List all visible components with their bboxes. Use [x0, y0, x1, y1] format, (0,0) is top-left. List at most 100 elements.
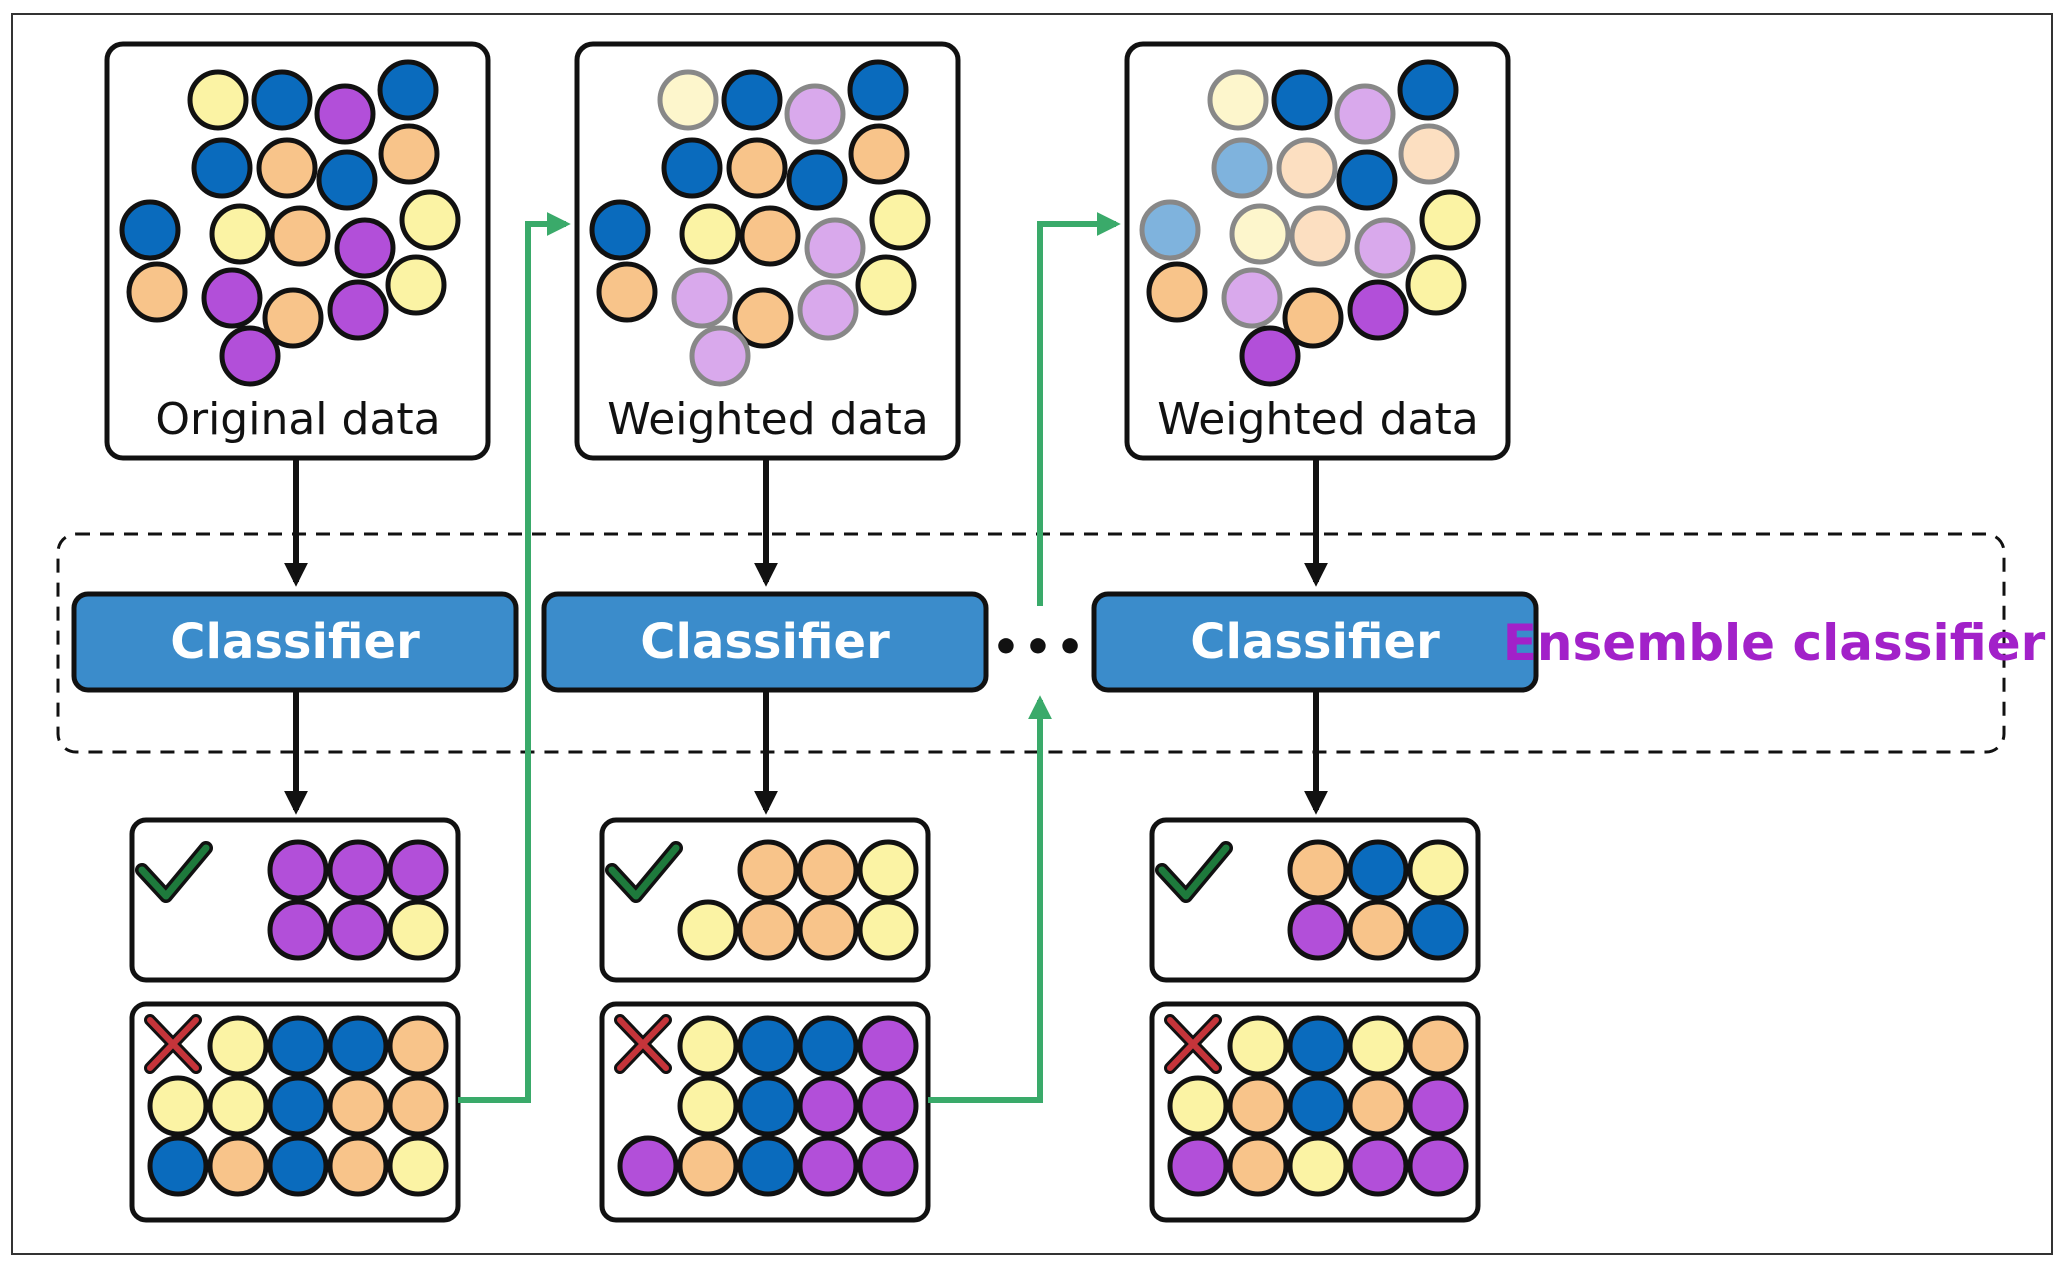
- data-point: [1221, 267, 1283, 329]
- result-point: [677, 899, 739, 961]
- data-panel-label: Weighted data: [607, 394, 928, 445]
- result-point: [1167, 1075, 1229, 1137]
- classifier-label: Classifier: [640, 614, 890, 670]
- result-point: [797, 1075, 859, 1137]
- result-point: [267, 839, 329, 901]
- result-point: [1347, 1135, 1409, 1197]
- data-point: [1405, 254, 1467, 316]
- result-point: [857, 1135, 919, 1197]
- data-point: [209, 203, 271, 265]
- check-icon-fill: [1158, 844, 1230, 900]
- result-point: [207, 1015, 269, 1077]
- result-point: [677, 1015, 739, 1077]
- result-point: [737, 899, 799, 961]
- data-point: [126, 261, 188, 323]
- data-point: [219, 325, 281, 387]
- data-point: [1398, 123, 1460, 185]
- data-point: [1276, 137, 1338, 199]
- result-point: [387, 899, 449, 961]
- data-point: [721, 69, 783, 131]
- ensemble-region: [56, 532, 2006, 754]
- wrong-points: [147, 1015, 449, 1197]
- data-point: [399, 189, 461, 251]
- data-point: [314, 83, 376, 145]
- result-point: [857, 1075, 919, 1137]
- data-point: [689, 325, 751, 387]
- data-points: [1139, 59, 1481, 387]
- result-point: [207, 1135, 269, 1197]
- result-point: [1407, 899, 1469, 961]
- result-point: [857, 899, 919, 961]
- data-point: [187, 69, 249, 131]
- result-point: [1287, 1015, 1349, 1077]
- data-point: [1229, 203, 1291, 265]
- result-point: [797, 839, 859, 901]
- result-point: [857, 839, 919, 901]
- correct-points: [677, 839, 919, 961]
- data-point: [1146, 261, 1208, 323]
- result-point: [207, 1075, 269, 1137]
- check-icon-fill: [608, 844, 680, 900]
- result-point: [1347, 1075, 1409, 1137]
- data-point: [596, 261, 658, 323]
- result-point: [1407, 1135, 1469, 1197]
- data-point: [1336, 149, 1398, 211]
- data-point: [657, 69, 719, 131]
- result-point: [1287, 899, 1349, 961]
- data-point: [1207, 69, 1269, 131]
- result-point: [797, 1015, 859, 1077]
- data-point: [1211, 137, 1273, 199]
- data-point: [377, 59, 439, 121]
- result-point: [387, 1075, 449, 1137]
- result-point: [1407, 839, 1469, 901]
- result-point: [1407, 1015, 1469, 1077]
- result-point: [147, 1075, 209, 1137]
- classifier-label: Classifier: [170, 614, 420, 670]
- data-point: [1239, 325, 1301, 387]
- data-point: [661, 137, 723, 199]
- cross-icon: [1164, 1014, 1222, 1074]
- data-point: [589, 199, 651, 261]
- result-point: [327, 1075, 389, 1137]
- result-point: [797, 899, 859, 961]
- data-point: [726, 137, 788, 199]
- stage-3: Weighted data Classifier: [1091, 41, 1539, 1223]
- correct-points: [267, 839, 449, 961]
- data-point: [739, 205, 801, 267]
- result-point: [1287, 1075, 1349, 1137]
- result-point: [1227, 1015, 1289, 1077]
- data-panel-label: Original data: [155, 394, 440, 445]
- reweight-arrow-1: [458, 212, 571, 1103]
- data-point: [784, 83, 846, 145]
- ellipsis: •••: [992, 622, 1088, 673]
- data-point: [201, 267, 263, 329]
- data-point: [191, 137, 253, 199]
- data-point: [1289, 205, 1351, 267]
- stage-2: Weighted data Classifier: [541, 41, 989, 1223]
- data-point: [1139, 199, 1201, 261]
- result-point: [387, 1135, 449, 1197]
- result-point: [267, 1075, 329, 1137]
- data-point: [256, 137, 318, 199]
- data-point: [679, 203, 741, 265]
- data-point: [262, 287, 324, 349]
- data-point: [869, 189, 931, 251]
- result-point: [857, 1015, 919, 1077]
- data-point: [1419, 189, 1481, 251]
- result-point: [327, 899, 389, 961]
- data-point: [1354, 217, 1416, 279]
- data-point: [848, 123, 910, 185]
- classifier-label: Classifier: [1190, 614, 1440, 670]
- data-points: [119, 59, 461, 387]
- result-point: [147, 1135, 209, 1197]
- data-point: [847, 59, 909, 121]
- result-point: [677, 1135, 739, 1197]
- stage-1: Original data Classifier: [71, 41, 519, 1223]
- data-point: [671, 267, 733, 329]
- result-point: [1347, 899, 1409, 961]
- data-point: [1271, 69, 1333, 131]
- result-point: [327, 839, 389, 901]
- data-point: [855, 254, 917, 316]
- data-point: [786, 149, 848, 211]
